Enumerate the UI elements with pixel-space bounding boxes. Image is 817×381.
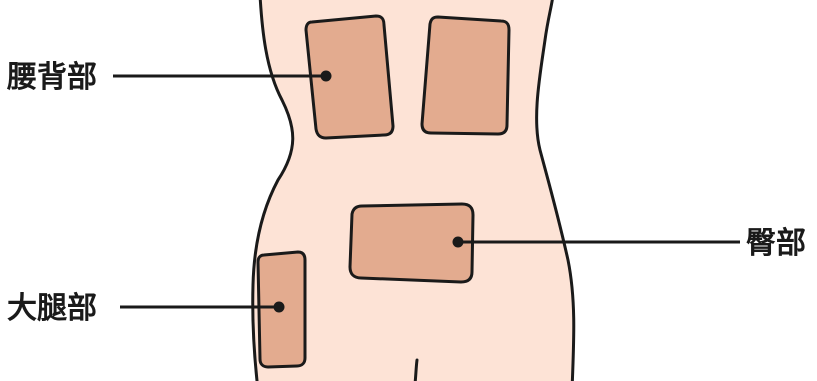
lower-back-patch-right [422,17,509,134]
buttock-label: 臀部 [746,226,806,261]
thigh-leader-dot [274,302,285,313]
inner-leg-line [415,360,417,381]
thigh-label: 大腿部 [7,291,97,326]
lower-back-label: 腰背部 [7,60,97,95]
buttock-leader-dot [453,237,464,248]
lower-back-leader-dot [321,71,332,82]
